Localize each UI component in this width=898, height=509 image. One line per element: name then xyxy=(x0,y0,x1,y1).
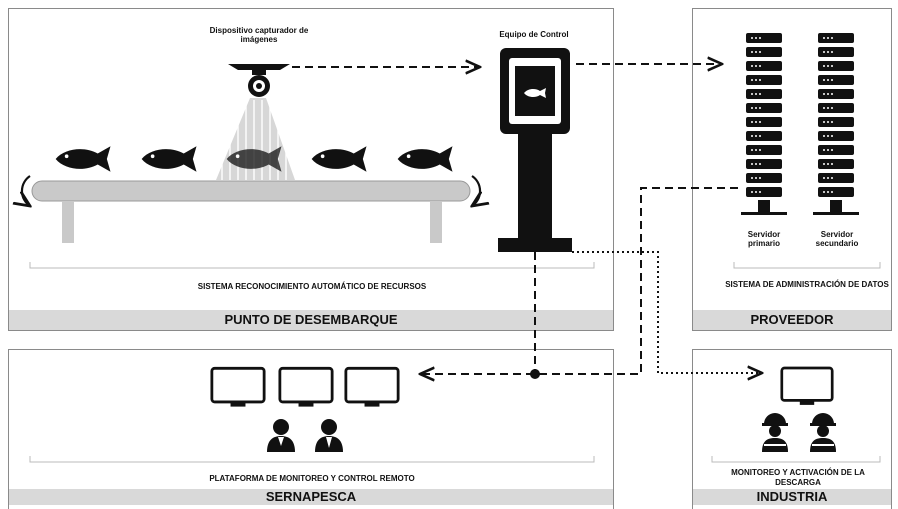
system-label-sernapesca: PLATAFORMA DE MONITOREO Y CONTROL REMOTO xyxy=(209,474,415,483)
server-primary-label: Servidor primario xyxy=(747,230,781,249)
brace-punto xyxy=(29,262,595,269)
fish-icon xyxy=(141,146,197,172)
link-control-to-industria xyxy=(572,251,762,373)
conveyor-belt xyxy=(22,175,480,243)
control-label: Equipo de Control xyxy=(499,30,569,39)
monitor-icon xyxy=(780,366,834,406)
monitor-icon xyxy=(344,366,400,408)
brace-industria xyxy=(711,456,881,463)
server-secondary-label: Servidor secundario xyxy=(815,230,859,249)
person-icon xyxy=(315,419,343,452)
system-label-industria: MONITOREO Y ACTIVACIÓN DE LA DESCARGA xyxy=(731,468,865,487)
brace-sernapesca xyxy=(29,456,595,463)
person-icon xyxy=(267,419,295,452)
fish-icon xyxy=(397,146,453,172)
worker-icon xyxy=(762,413,788,452)
camera-label: Dispositivo capturador de imágenes xyxy=(209,26,309,45)
system-label-punto: SISTEMA RECONOCIMIENTO AUTOMÁTICO DE REC… xyxy=(197,282,427,291)
fish-icon xyxy=(55,146,111,172)
panel-title-punto: PUNTO DE DESEMBARQUE xyxy=(9,310,613,330)
worker-icon xyxy=(810,413,836,452)
server-rack-icon xyxy=(741,33,787,215)
panel-title-industria: INDUSTRIA xyxy=(693,489,891,505)
brace-proveedor xyxy=(733,262,881,269)
monitor-icon xyxy=(210,366,266,408)
panel-title-sernapesca: SERNAPESCA xyxy=(9,489,613,505)
link-proveedor-to-sernapesca xyxy=(420,187,738,374)
camera-icon xyxy=(228,64,290,97)
fish-icon xyxy=(311,146,367,172)
control-terminal-icon xyxy=(498,48,572,252)
panel-industria: INDUSTRIA xyxy=(692,349,892,509)
system-label-proveedor: SISTEMA DE ADMINISTRACIÓN DE DATOS xyxy=(725,280,889,289)
server-rack-icon xyxy=(813,33,859,215)
monitor-icon xyxy=(278,366,334,408)
panel-proveedor: PROVEEDOR xyxy=(692,8,892,331)
panel-title-proveedor: PROVEEDOR xyxy=(693,310,891,330)
junction-node xyxy=(530,369,540,379)
